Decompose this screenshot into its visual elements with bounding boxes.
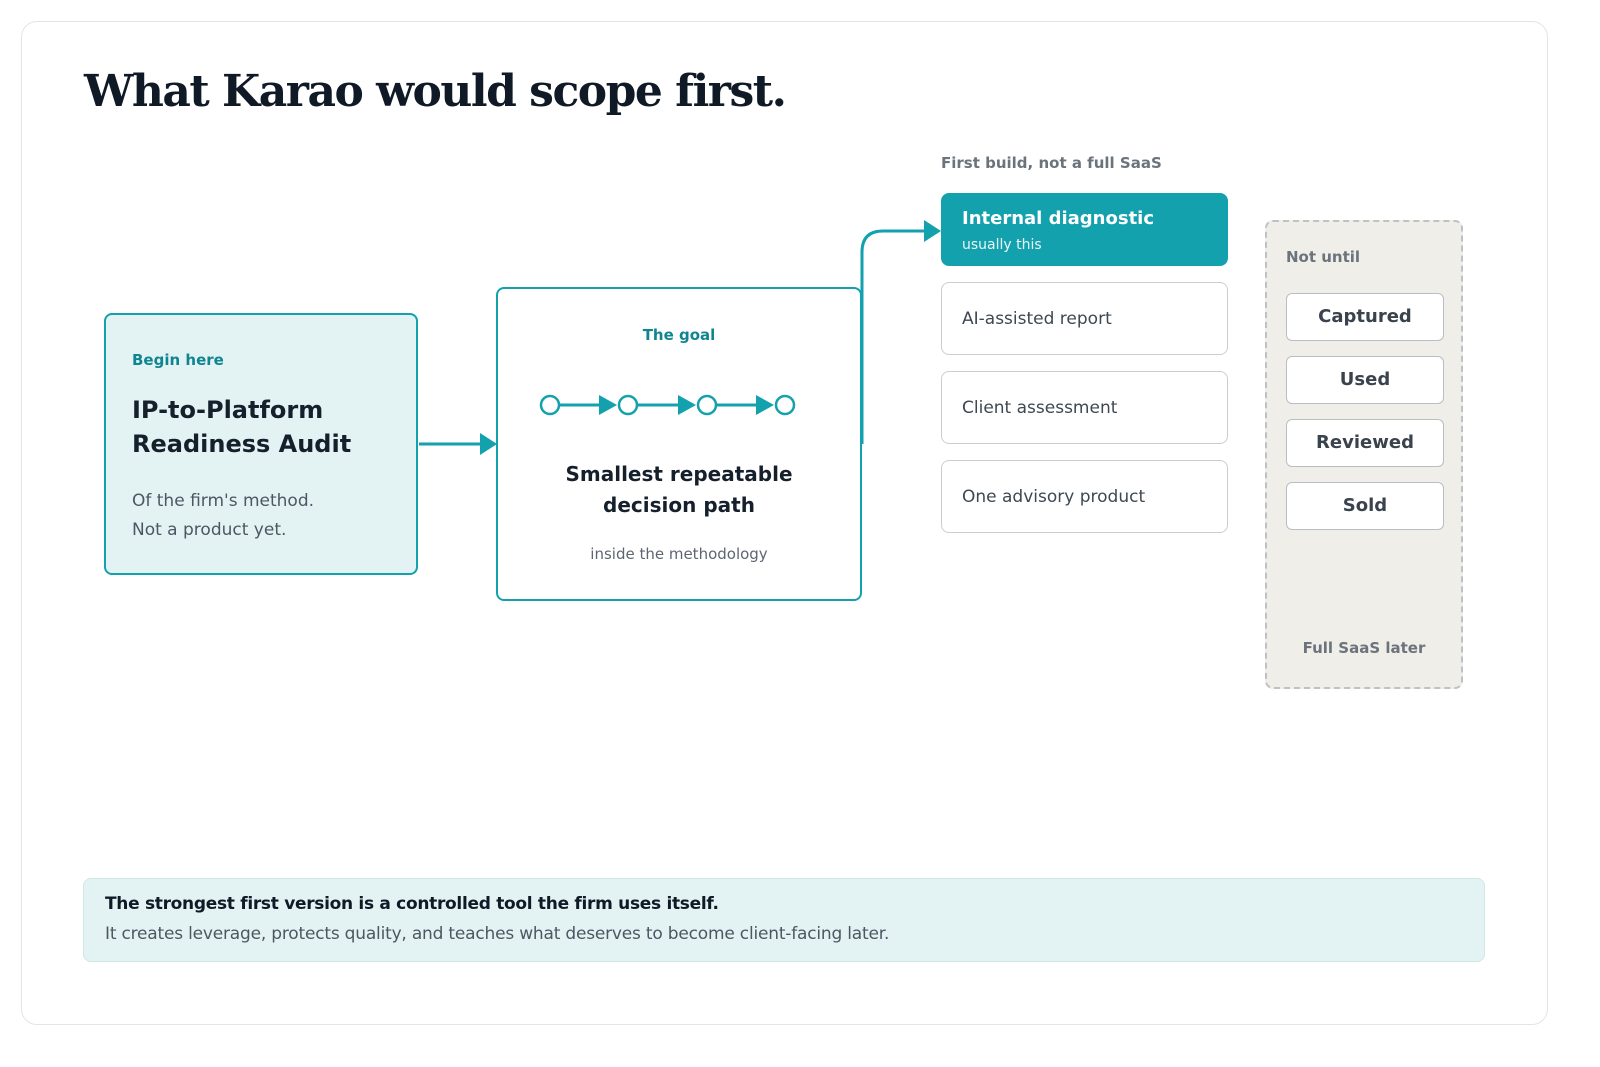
first-build-caption: First build, not a full SaaS <box>941 154 1162 172</box>
option-internal-diagnostic: Internal diagnostic usually this <box>941 193 1228 266</box>
stage-captured: Captured <box>1286 293 1444 341</box>
path-arrow-2 <box>678 395 696 415</box>
goal-title-line1: Smallest repeatable <box>565 462 793 486</box>
path-node-2 <box>617 394 639 416</box>
start-desc-line1: Of the firm's method. <box>132 491 315 511</box>
start-tag: Begin here <box>132 351 224 369</box>
option-label: Internal diagnostic <box>962 208 1155 229</box>
stage-sold: Sold <box>1286 482 1444 530</box>
goal-title: Smallest repeatable decision path <box>498 459 860 521</box>
option-label: One advisory product <box>962 487 1146 507</box>
later-footer: Full SaaS later <box>1302 639 1426 657</box>
arrow-goal-to-internal <box>860 220 941 444</box>
page-title: What Karao would scope first. <box>84 66 787 117</box>
option-label: AI-assisted report <box>962 309 1112 329</box>
path-node-4 <box>774 394 796 416</box>
arrow-start-to-goal <box>419 433 497 455</box>
path-node-1 <box>539 394 561 416</box>
later-panel: Not until Captured Used Reviewed Sold Fu… <box>1265 220 1463 689</box>
start-desc-line2: Not a product yet. <box>132 520 287 540</box>
path-arrow-3 <box>756 395 774 415</box>
start-card: Begin here IP-to-Platform Readiness Audi… <box>104 313 418 575</box>
decision-path-graphic <box>539 394 796 416</box>
option-label: Client assessment <box>962 398 1118 418</box>
option-client-assessment: Client assessment <box>941 371 1228 444</box>
stage-used: Used <box>1286 356 1444 404</box>
stage-reviewed: Reviewed <box>1286 419 1444 467</box>
note-headline: The strongest first version is a control… <box>105 894 719 914</box>
start-title: IP-to-Platform Readiness Audit <box>132 396 352 458</box>
goal-card: The goal Smallest repeatable decision pa… <box>496 287 862 601</box>
path-arrow-1 <box>599 395 617 415</box>
summary-note: The strongest first version is a control… <box>83 878 1485 962</box>
later-caption: Not until <box>1286 248 1361 266</box>
goal-title-line2: decision path <box>603 493 755 517</box>
option-ai-assisted-report: AI-assisted report <box>941 282 1228 355</box>
goal-subtitle: inside the methodology <box>590 545 768 563</box>
path-node-3 <box>696 394 718 416</box>
note-body: It creates leverage, protects quality, a… <box>105 924 890 944</box>
option-one-advisory-product: One advisory product <box>941 460 1228 533</box>
start-description: Of the firm's method. Not a product yet. <box>132 487 402 545</box>
goal-tag: The goal <box>642 326 716 344</box>
option-sublabel: usually this <box>962 237 1042 253</box>
